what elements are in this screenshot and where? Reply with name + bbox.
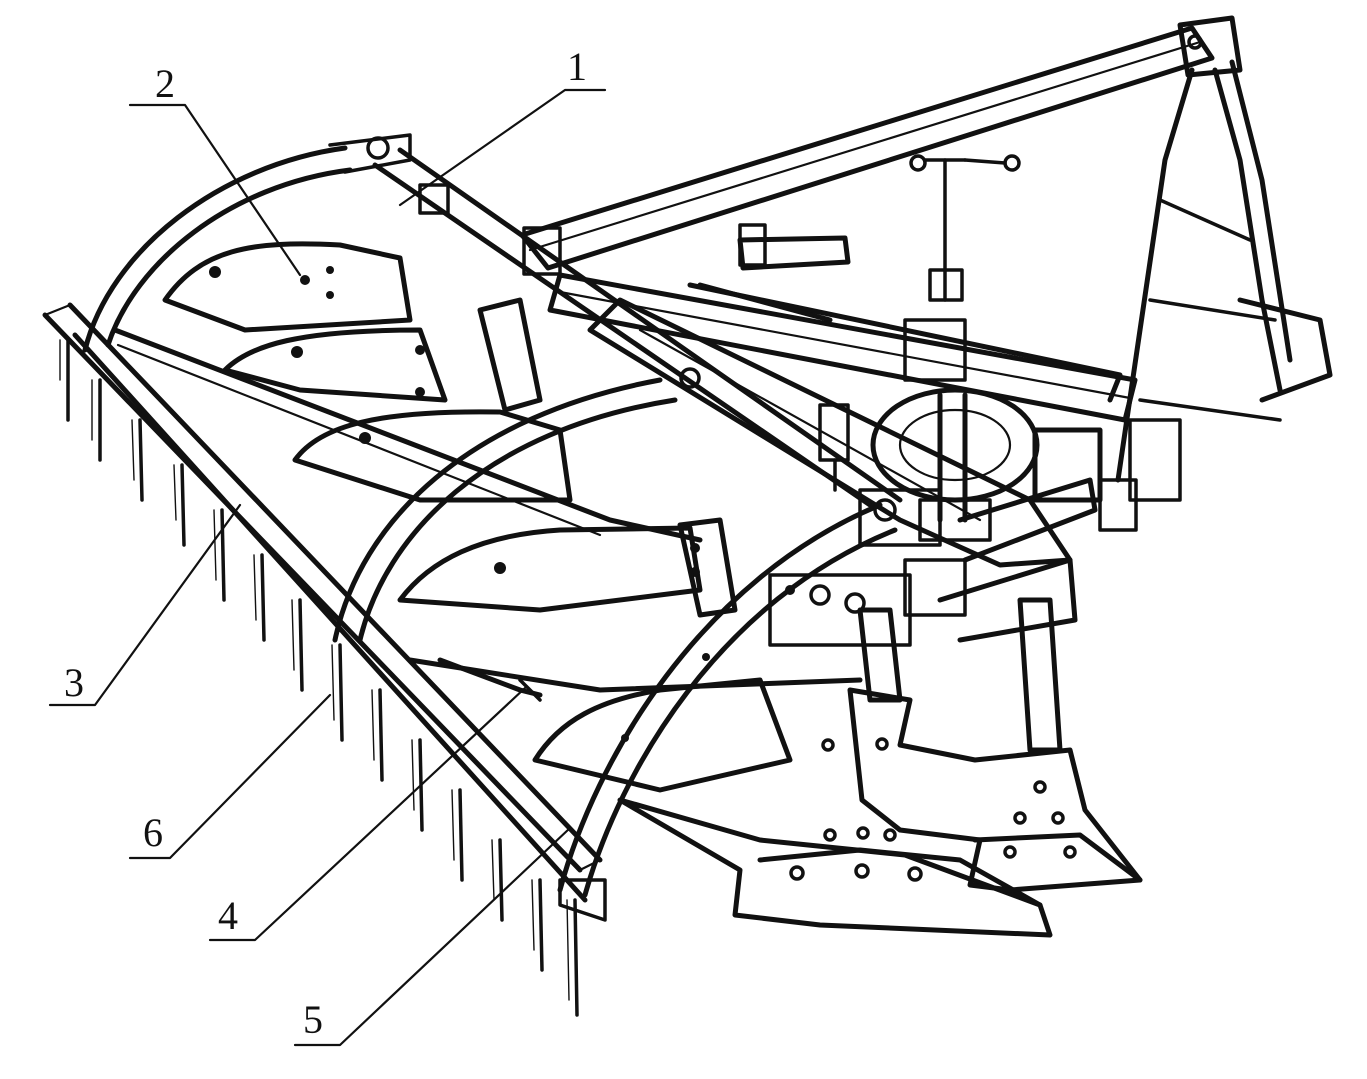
callout-6: 6 xyxy=(143,810,163,855)
callout-labels: 1 2 3 4 5 6 xyxy=(64,44,587,1042)
mouldboard-rear xyxy=(162,241,448,403)
depth-adjust-screw xyxy=(903,154,1021,382)
harrow-tines xyxy=(59,338,579,1017)
callout-2: 2 xyxy=(155,61,175,106)
callout-3: 3 xyxy=(64,660,84,705)
leader-lines xyxy=(48,88,607,1047)
callout-5: 5 xyxy=(303,997,323,1042)
body-standards xyxy=(477,297,1063,753)
lower-rods xyxy=(112,327,863,702)
callout-1: 1 xyxy=(567,44,587,89)
support-wheel xyxy=(870,387,1040,542)
callout-4: 4 xyxy=(218,893,238,938)
diagonal-bar xyxy=(372,147,967,617)
share-front xyxy=(821,687,1143,893)
coulter-holder xyxy=(738,223,850,492)
hitch-mast xyxy=(1098,15,1333,532)
main-frame xyxy=(547,235,1138,643)
arch-rear xyxy=(82,133,412,353)
harrow-bar xyxy=(42,302,607,922)
mouldboard-front xyxy=(532,677,1053,938)
arch-front xyxy=(557,498,898,898)
upper-tie-rod xyxy=(519,25,1215,276)
